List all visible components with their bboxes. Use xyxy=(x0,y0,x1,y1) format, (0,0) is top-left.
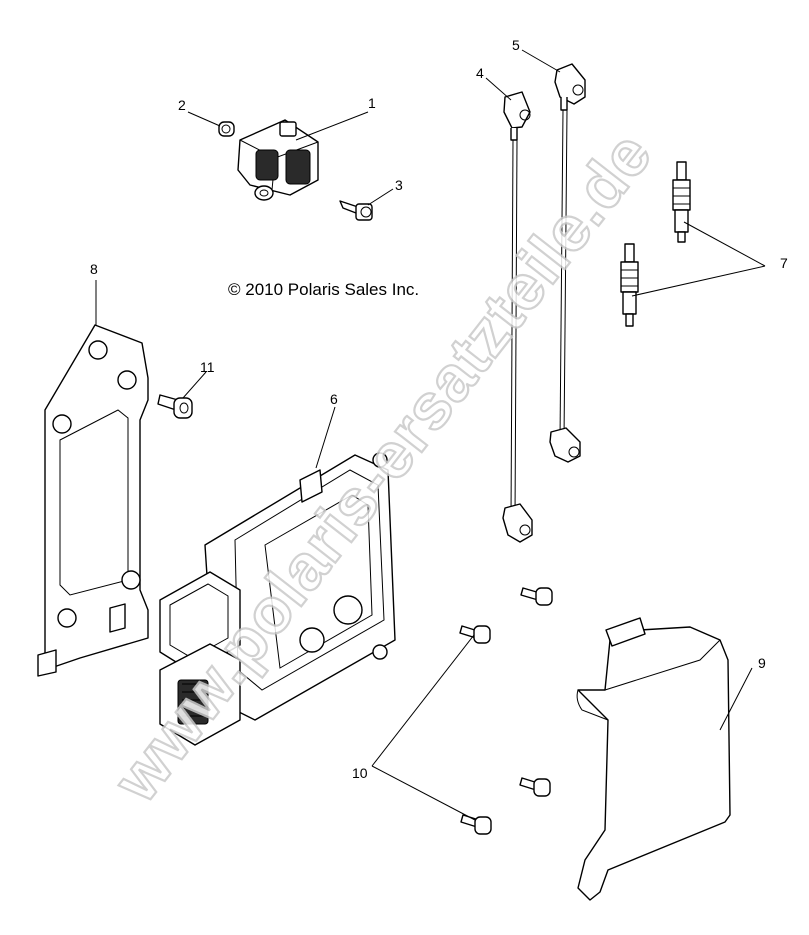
mounting-bracket xyxy=(37,324,149,677)
leader-lines xyxy=(95,49,766,821)
callout-10: 10 xyxy=(352,765,368,781)
callout-7: 7 xyxy=(780,255,788,271)
callout-3: 3 xyxy=(395,177,403,193)
callout-6: 6 xyxy=(330,391,338,407)
callout-8: 8 xyxy=(90,261,98,277)
spark-plug-wire-short xyxy=(502,91,533,543)
callout-4: 4 xyxy=(476,65,484,81)
watermark-text: www.polaris-ersatzteile.de xyxy=(99,118,666,815)
callout-2: 2 xyxy=(178,97,186,113)
watermark: www.polaris-ersatzteile.de xyxy=(98,117,667,816)
spark-plugs xyxy=(620,161,691,327)
callout-9: 9 xyxy=(758,655,766,671)
ecu-cover xyxy=(576,617,731,901)
bracket-bolt xyxy=(157,394,193,419)
ignition-coil xyxy=(237,119,319,201)
nut xyxy=(218,121,235,137)
callout-5: 5 xyxy=(512,37,520,53)
coil-screw xyxy=(339,200,373,221)
copyright-text: © 2010 Polaris Sales Inc. xyxy=(228,280,419,299)
callout-1: 1 xyxy=(368,95,376,111)
ecu-module xyxy=(159,452,396,746)
screws xyxy=(459,587,553,835)
spark-plug-wire-long xyxy=(549,63,586,463)
callout-11: 11 xyxy=(200,359,215,375)
